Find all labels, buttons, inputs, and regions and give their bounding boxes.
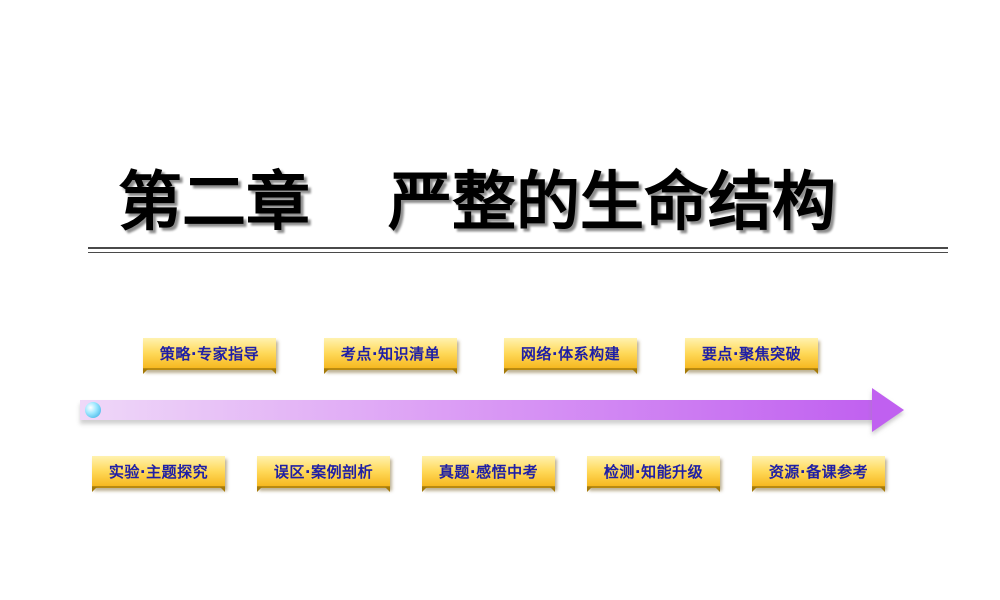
title-rule-thin bbox=[88, 252, 948, 253]
nav-button-network[interactable]: 网络·体系构建 bbox=[504, 338, 637, 374]
nav-button-keypoints[interactable]: 要点·聚焦突破 bbox=[685, 338, 818, 374]
title-rule-thick bbox=[88, 247, 948, 249]
nav-button-resources[interactable]: 资源·备课参考 bbox=[752, 456, 885, 492]
timeline-start-bead bbox=[85, 402, 101, 418]
chapter-name: 严整的生命结构 bbox=[388, 165, 836, 240]
nav-button-knowledge[interactable]: 考点·知识清单 bbox=[324, 338, 457, 374]
nav-button-strategy[interactable]: 策略·专家指导 bbox=[143, 338, 276, 374]
nav-button-test[interactable]: 检测·知能升级 bbox=[587, 456, 720, 492]
timeline-arrow-head bbox=[872, 388, 904, 432]
nav-button-exam[interactable]: 真题·感悟中考 bbox=[422, 456, 555, 492]
chapter-number: 第二章 bbox=[118, 165, 310, 240]
chapter-title: 第二章 严整的生命结构 bbox=[118, 158, 938, 248]
timeline-arrow-shaft bbox=[80, 400, 878, 420]
nav-button-mistakes[interactable]: 误区·案例剖析 bbox=[257, 456, 390, 492]
nav-button-experiment[interactable]: 实验·主题探究 bbox=[92, 456, 225, 492]
